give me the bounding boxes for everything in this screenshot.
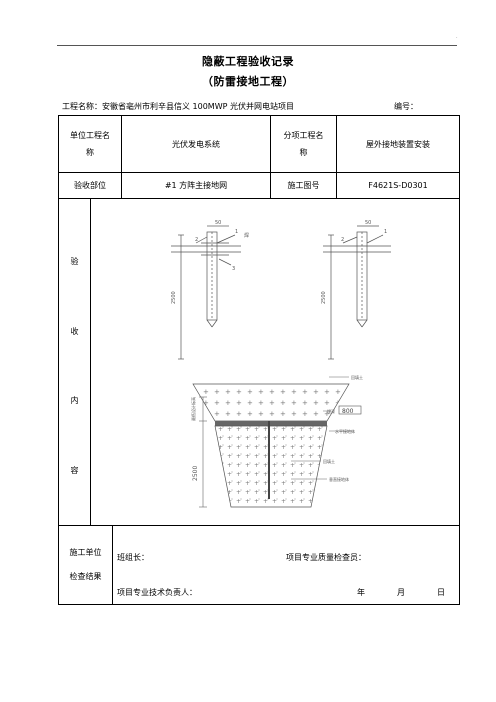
col-divider bbox=[270, 116, 271, 198]
grounding-drawing: + + 50 2500 1 bbox=[171, 220, 391, 508]
inspection-part-label: 验收部位 bbox=[74, 181, 106, 190]
inspection-part-value: #1 方阵主接地网 bbox=[164, 181, 228, 190]
right-label-1: 1 bbox=[384, 229, 387, 235]
callout-depth: 800 bbox=[342, 408, 354, 415]
callout-horizontal: 水平接地体 bbox=[335, 428, 355, 434]
date-month: 月 bbox=[397, 588, 405, 597]
tech-lead-label: 项目专业技术负责人： bbox=[117, 588, 197, 597]
trench-section bbox=[192, 376, 362, 508]
col-divider bbox=[112, 525, 113, 604]
unit-project-label: 单位工程名 称 bbox=[59, 116, 121, 172]
left-label-2: 2 bbox=[195, 237, 198, 243]
callout-depth-prefix: 埋深 bbox=[327, 408, 335, 414]
callout-backfill-top: 回填土 bbox=[351, 374, 363, 380]
team-leader-label: 班组长： bbox=[117, 553, 149, 562]
right-label-2: 2 bbox=[341, 237, 344, 243]
trench-dim-2500: 2500 bbox=[192, 466, 199, 481]
content-char-3: 内 bbox=[70, 396, 79, 406]
content-char-4: 容 bbox=[70, 465, 79, 475]
document-title: 隐蔽工程验收记录 bbox=[202, 55, 294, 68]
row-divider bbox=[59, 172, 459, 173]
right-electrode-detail bbox=[323, 225, 391, 360]
qc-inspector-label: 项目专业质量检查员： bbox=[286, 553, 366, 562]
weld-label: 焊 bbox=[244, 232, 249, 239]
left-electrode-detail bbox=[171, 225, 241, 360]
left-dim-50: 50 bbox=[215, 220, 221, 226]
footer-label-line1: 施工单位 bbox=[69, 548, 102, 557]
sub-project-label: 分项工程名 称 bbox=[271, 116, 336, 172]
content-char-1: 验 bbox=[70, 257, 79, 266]
unit-project-label-line2: 称 bbox=[86, 148, 94, 157]
document-number: 编号： bbox=[394, 102, 418, 111]
right-dim-2500: 2500 bbox=[321, 291, 327, 304]
document-subtitle: （防雷接地工程） bbox=[202, 75, 294, 88]
header-rule bbox=[57, 45, 457, 46]
inspection-content-label: 验 收 内 容 bbox=[59, 256, 90, 476]
right-dim-50: 50 bbox=[365, 220, 371, 226]
inspection-table: 单位工程名 称 光伏发电系统 分项工程名 称 屋外接地装置安装 验收部位 #1 … bbox=[58, 115, 460, 605]
row-divider bbox=[59, 525, 459, 526]
col-divider bbox=[336, 116, 337, 198]
sub-project-label-line1: 分项工程名 bbox=[283, 131, 324, 140]
drawing-no-label: 施工图号 bbox=[287, 181, 320, 190]
date-day: 日 bbox=[437, 588, 445, 597]
col-divider bbox=[121, 116, 122, 198]
left-label-1: 1 bbox=[235, 229, 238, 235]
left-note: 最低设计标高 bbox=[190, 397, 196, 421]
footer-label: 施工单位 检查结果 bbox=[59, 526, 112, 604]
date-year: 年 bbox=[357, 588, 365, 597]
left-label-3: 3 bbox=[232, 266, 235, 272]
callout-vertical: 垂直接地体 bbox=[329, 476, 349, 482]
content-char-2: 收 bbox=[70, 326, 79, 336]
callout-soil: 回填土 bbox=[323, 458, 335, 464]
drawing-no-value: F4621S-D0301 bbox=[368, 181, 428, 190]
sub-project-value: 屋外接地装置安装 bbox=[366, 139, 430, 149]
project-name: 工程名称：安徽省亳州市利辛县信义 100MWP 光伏并网电站项目 bbox=[62, 102, 294, 111]
unit-project-value: 光伏发电系统 bbox=[172, 139, 220, 149]
footer-label-line2: 检查结果 bbox=[69, 572, 102, 581]
left-dim-2500: 2500 bbox=[171, 291, 177, 304]
corner-mark: · bbox=[456, 35, 458, 41]
col-divider bbox=[90, 198, 91, 525]
row-divider bbox=[59, 198, 459, 199]
unit-project-label-line1: 单位工程名 bbox=[70, 131, 110, 140]
sub-project-label-line2: 称 bbox=[299, 148, 308, 157]
